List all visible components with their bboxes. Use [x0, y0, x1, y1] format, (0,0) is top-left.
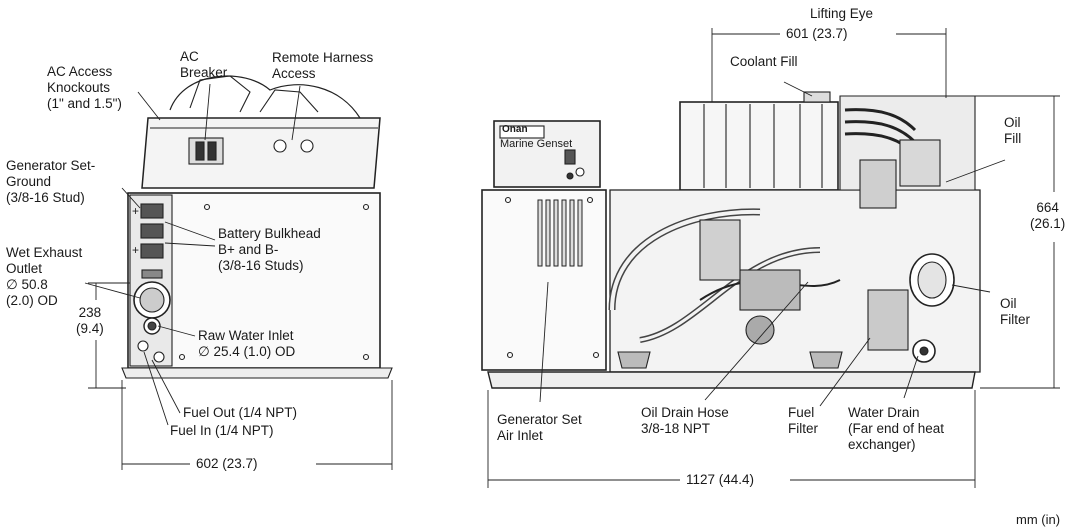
label-gen-air-inlet: Generator Set Air Inlet: [497, 412, 582, 443]
label-remote-harness: Remote Harness Access: [272, 50, 374, 81]
dim-1127: [487, 390, 976, 488]
label-dim-602: 602 (23.7): [196, 456, 258, 471]
label-dim-238: 238 (9.4): [76, 305, 104, 336]
nameplate-text: Marine Genset: [500, 138, 573, 150]
dim-602: [121, 380, 393, 470]
left-leader-lines: [84, 83, 301, 426]
label-dim-664: 664 (26.1): [1030, 200, 1066, 231]
left-genset-end-view: + +: [121, 75, 393, 379]
svg-text:+: +: [132, 204, 139, 218]
label-wet-exhaust: Wet Exhaust Outlet ∅ 50.8 (2.0) OD: [6, 245, 83, 308]
label-fuel-out: Fuel Out (1/4 NPT): [183, 405, 298, 420]
right-leader-lines: [539, 81, 1006, 407]
units-note: mm (in): [1016, 512, 1061, 527]
air-inlet-louvers: [537, 199, 583, 267]
label-oil-filter: Oil Filter: [1000, 296, 1030, 327]
label-dim-1127: 1127 (44.4): [686, 472, 755, 487]
label-oil-fill: Oil Fill: [1004, 115, 1022, 146]
label-generator-ground: Generator Set- Ground (3/8-16 Stud): [6, 158, 96, 205]
label-ac-breaker: AC Breaker: [180, 49, 228, 80]
label-fuel-filter: Fuel Filter: [788, 405, 818, 436]
label-ac-access: AC Access Knockouts (1" and 1.5"): [47, 64, 122, 111]
dim-238: [88, 282, 130, 389]
right-genset-side-view: [481, 91, 981, 389]
nameplate-brand: Onan: [502, 124, 528, 135]
label-raw-water-inlet: Raw Water Inlet ∅ 25.4 (1.0) OD: [198, 328, 296, 359]
label-water-drain: Water Drain (Far end of heat exchanger): [848, 405, 945, 452]
label-coolant-fill: Coolant Fill: [730, 54, 798, 69]
dim-664: [960, 95, 1060, 389]
label-lifting-eye: Lifting Eye: [810, 6, 874, 21]
label-oil-drain-hose: Oil Drain Hose 3/8-18 NPT: [641, 405, 729, 436]
label-battery-bulkhead: Battery Bulkhead B+ and B- (3/8-16 Studs…: [218, 226, 321, 273]
svg-text:+: +: [132, 243, 139, 257]
dim-601: [711, 28, 947, 102]
label-fuel-in: Fuel In (1/4 NPT): [170, 423, 274, 438]
label-dim-601: 601 (23.7): [786, 26, 848, 41]
